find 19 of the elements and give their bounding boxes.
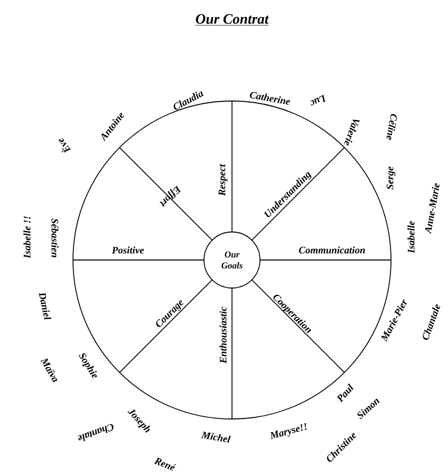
segment-label: Respect xyxy=(218,164,228,196)
name-label: Michel xyxy=(201,432,231,443)
name-label: Ève xyxy=(58,138,71,153)
name-label: Serge xyxy=(386,166,396,190)
name-label: Isabelle xyxy=(407,221,415,254)
name-label: Daniel xyxy=(38,292,52,320)
name-label: Maryse!! xyxy=(270,422,306,440)
segment-label: Communication xyxy=(299,246,365,254)
segment-label: Positive xyxy=(112,246,144,254)
name-label: Luc xyxy=(310,94,326,106)
name-label: René xyxy=(154,458,176,470)
name-label: Sébastien xyxy=(51,218,59,258)
name-label: Céline xyxy=(386,114,397,140)
name-label: Anne-Marie xyxy=(425,183,440,234)
name-label: Isabelle !! xyxy=(23,216,31,258)
title: Our Contrat xyxy=(195,14,269,26)
name-label: Catherine xyxy=(250,92,290,105)
name-label: Valerie xyxy=(344,120,360,146)
segment-label: Enthousiastic xyxy=(219,306,227,364)
